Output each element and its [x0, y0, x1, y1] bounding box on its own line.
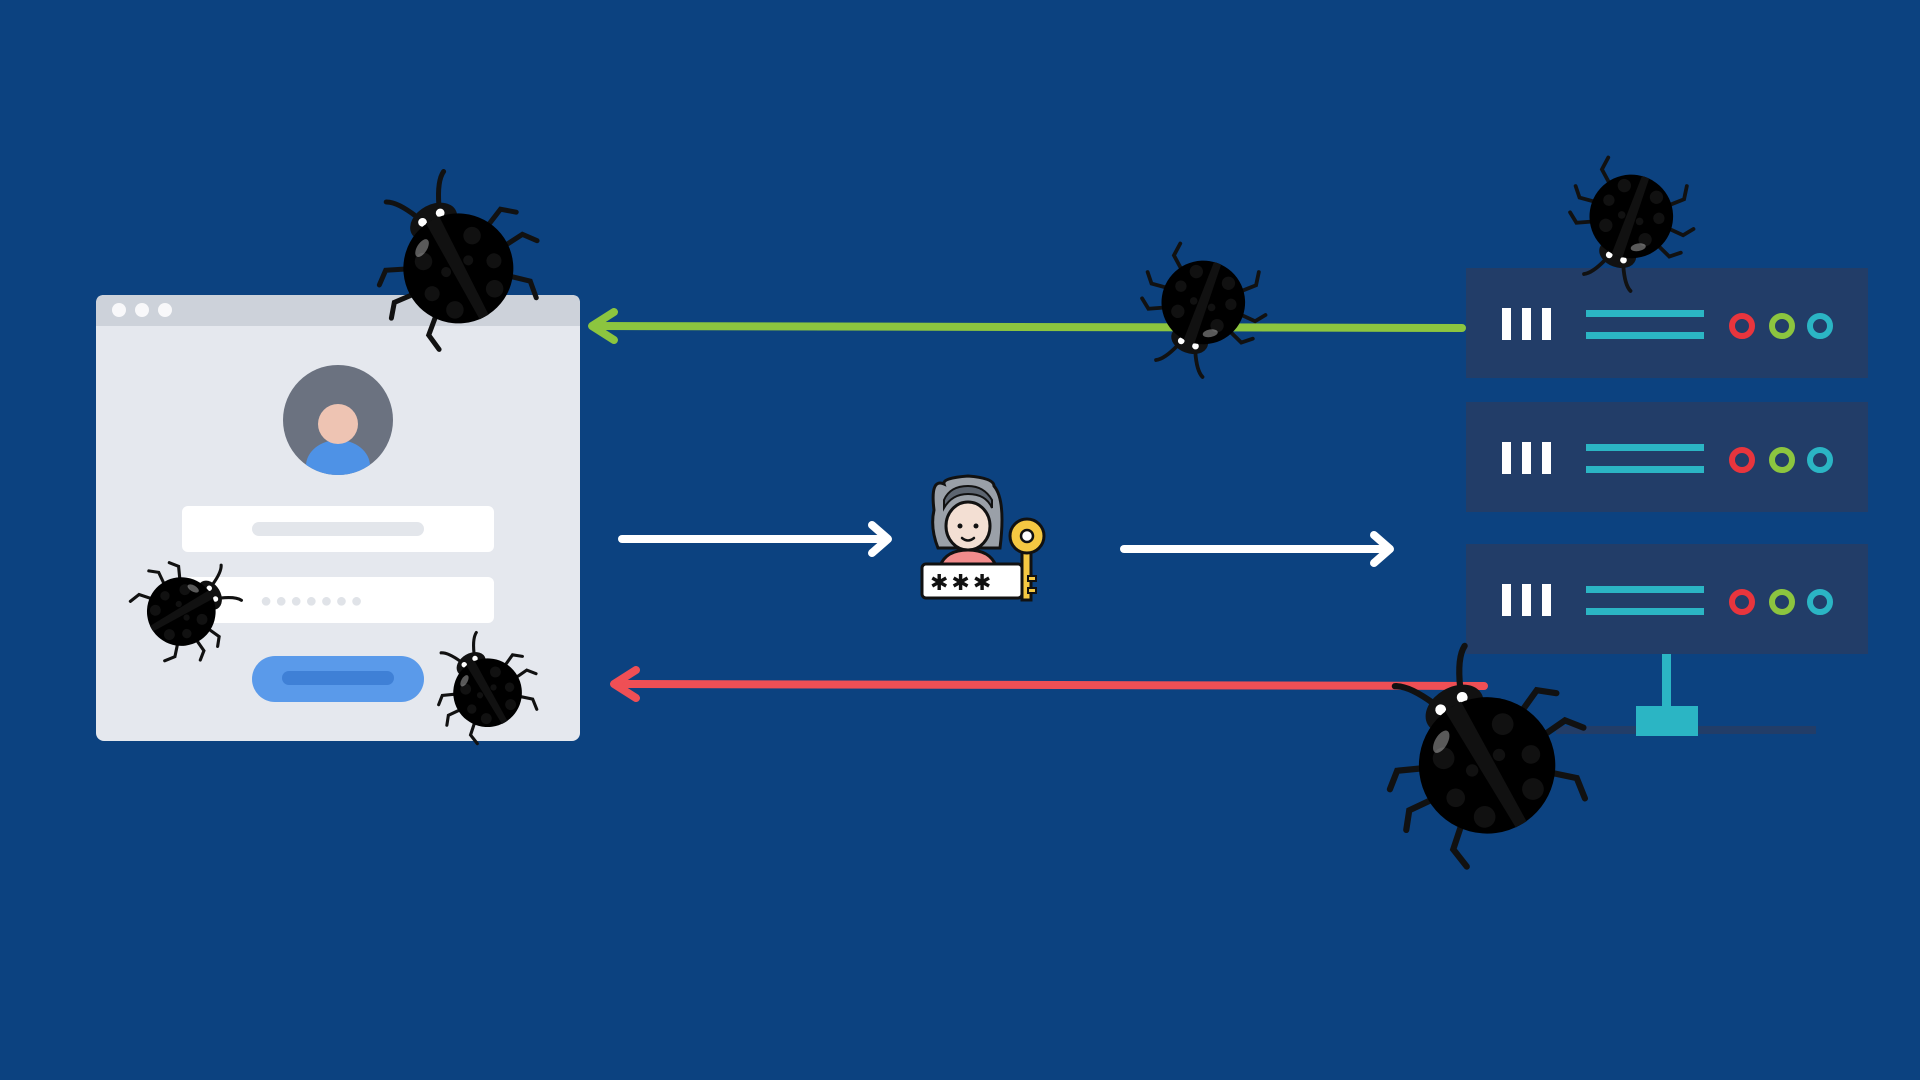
led-red-icon	[1729, 313, 1755, 339]
server-stand-connector	[1636, 706, 1698, 736]
led-red-icon	[1729, 589, 1755, 615]
server-unit	[1466, 544, 1868, 654]
server-panel	[1466, 544, 1868, 654]
server-status-line	[1586, 332, 1704, 339]
server-status-line	[1586, 466, 1704, 473]
username-placeholder-line	[252, 522, 424, 536]
server-bars-icon	[1502, 442, 1551, 474]
user-avatar-icon	[283, 365, 393, 475]
led-green-icon	[1769, 313, 1795, 339]
server-rack	[1466, 268, 1868, 736]
led-teal-icon	[1807, 589, 1833, 615]
server-unit	[1466, 268, 1868, 378]
server-panel	[1466, 402, 1868, 512]
led-green-icon	[1769, 589, 1795, 615]
password-input[interactable]	[182, 577, 494, 623]
server-status-line	[1586, 608, 1704, 615]
server-stand-pole	[1662, 654, 1671, 706]
window-dot-icon[interactable]	[135, 303, 149, 317]
server-bars-icon	[1502, 584, 1551, 616]
browser-login-window: ●●●●●●●	[96, 295, 580, 741]
user-with-key-icon: ✱✱✱	[920, 474, 1046, 602]
led-teal-icon	[1807, 313, 1833, 339]
login-button-label-bar	[282, 671, 394, 685]
window-dot-icon[interactable]	[112, 303, 126, 317]
key-icon	[1008, 517, 1046, 602]
server-bars-icon	[1502, 308, 1551, 340]
led-red-icon	[1729, 447, 1755, 473]
server-status-line	[1586, 310, 1704, 317]
server-panel	[1466, 268, 1868, 378]
arrow-server-to-browser-response	[588, 308, 1466, 344]
arrow-user-to-server-request	[1120, 531, 1394, 567]
password-mask-text: ✱✱✱	[930, 571, 994, 596]
arrow-server-to-browser-error	[610, 666, 1488, 702]
server-status-line	[1586, 586, 1704, 593]
window-dot-icon[interactable]	[158, 303, 172, 317]
server-status-line	[1586, 444, 1704, 451]
led-green-icon	[1769, 447, 1795, 473]
password-masked-text: ●●●●●●●	[260, 590, 366, 612]
server-unit	[1466, 402, 1868, 512]
led-teal-icon	[1807, 447, 1833, 473]
arrow-browser-to-user-request	[618, 521, 892, 557]
